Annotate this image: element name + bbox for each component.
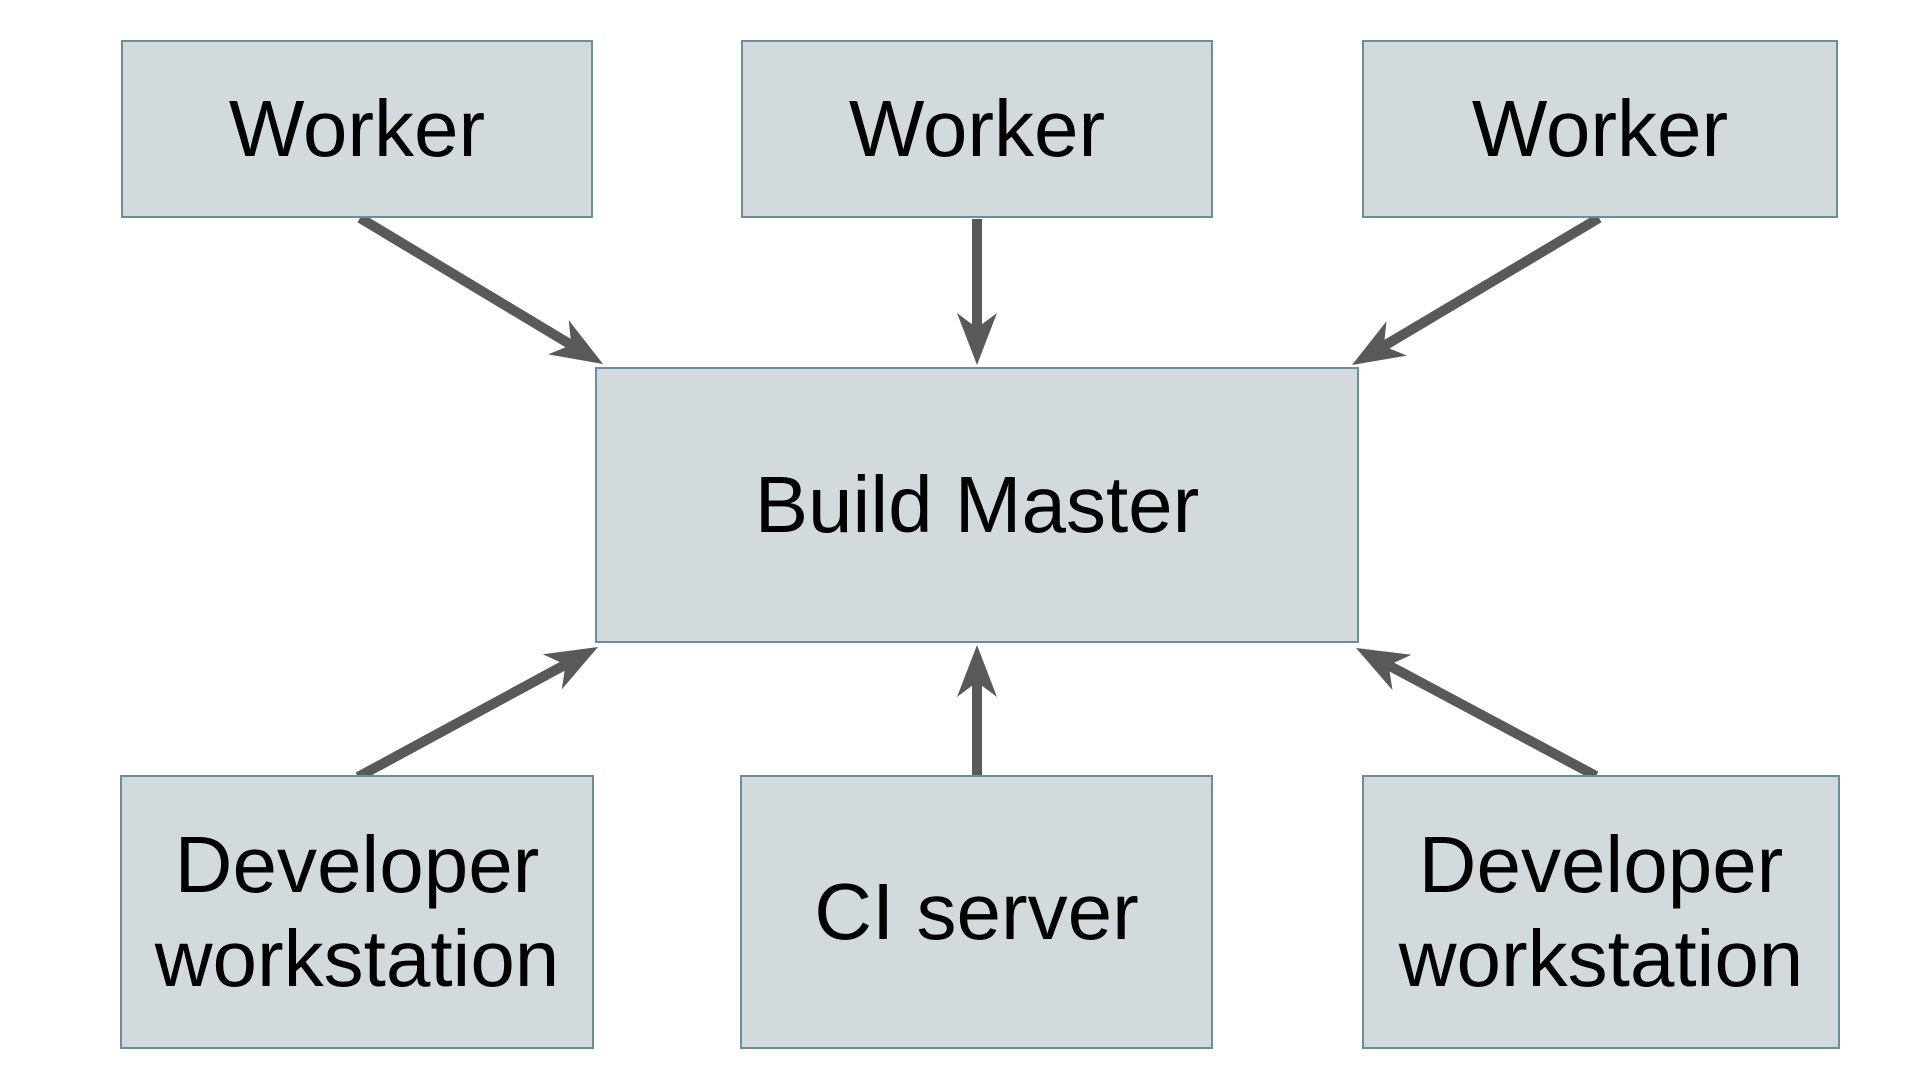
node-label: Developer workstation: [154, 819, 560, 1003]
arrow-developer-workstation-left-to-build-master: [355, 647, 598, 782]
node-build-master: Build Master: [595, 367, 1359, 643]
arrow-worker-1-to-build-master: [357, 213, 603, 364]
arrow-developer-workstation-right-to-build-master: [1356, 648, 1599, 781]
arrow-worker-2-to-build-master: [957, 219, 997, 365]
node-label: Developer workstation: [1398, 819, 1804, 1003]
arrow-worker-3-to-build-master: [1352, 213, 1602, 365]
node-worker-2: Worker: [741, 40, 1213, 218]
node-label: Worker: [1471, 83, 1729, 173]
node-worker-1: Worker: [121, 40, 593, 218]
node-ci-server: CI server: [740, 775, 1213, 1049]
node-label: CI server: [814, 866, 1139, 956]
node-developer-workstation-right: Developer workstation: [1362, 775, 1840, 1049]
node-label: Worker: [848, 83, 1106, 173]
node-label: Build Master: [754, 459, 1200, 549]
node-label: Worker: [228, 83, 486, 173]
arrow-ci-server-to-build-master: [957, 645, 997, 776]
node-developer-workstation-left: Developer workstation: [120, 775, 594, 1049]
node-worker-3: Worker: [1362, 40, 1838, 218]
